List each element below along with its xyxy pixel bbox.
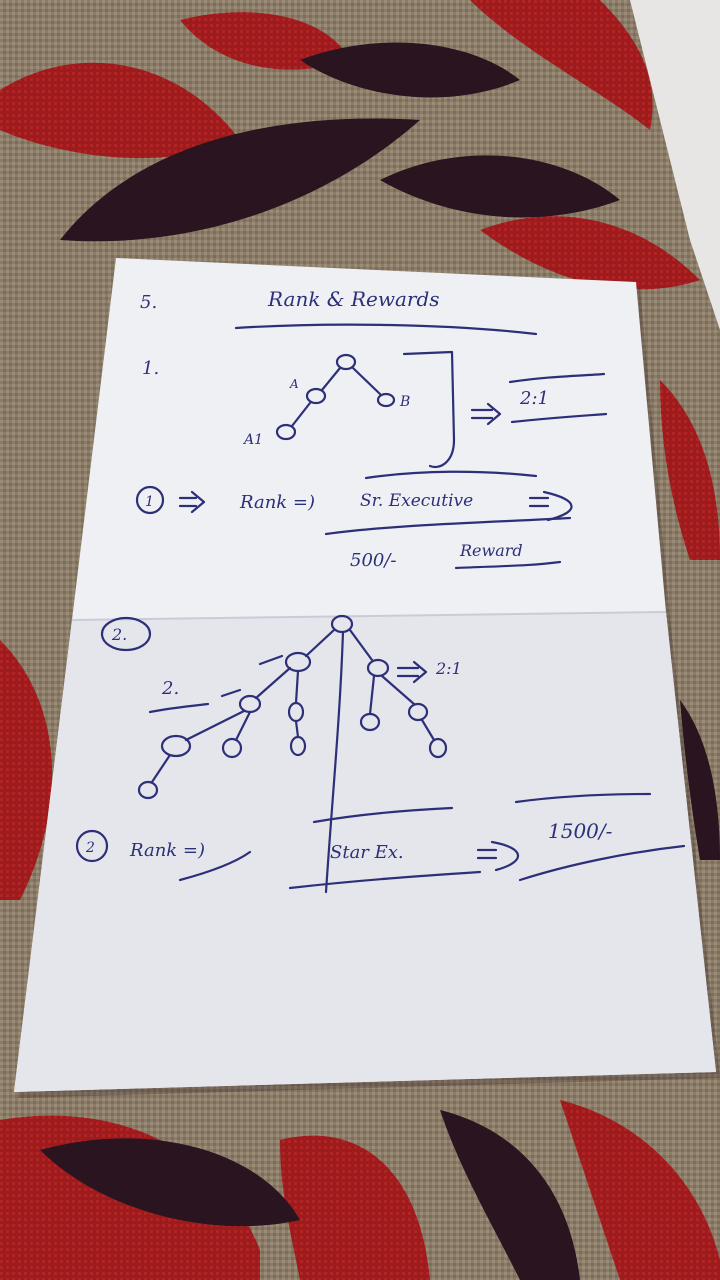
red-leaf xyxy=(560,1100,720,1280)
part2-tree-diagram xyxy=(137,614,448,894)
part2-rank-number: 2 xyxy=(85,840,95,856)
swoosh-line xyxy=(288,870,482,890)
red-leaf xyxy=(660,380,720,560)
dark-leaf xyxy=(380,155,620,218)
arrow xyxy=(470,402,502,426)
dark-leaf xyxy=(300,42,520,98)
part1-rank-value: Sr. Executive xyxy=(360,491,473,511)
red-leaf xyxy=(480,216,700,290)
part1-reward-label: Reward xyxy=(459,541,523,560)
dark-leaf xyxy=(680,700,720,860)
node-label-a: A xyxy=(289,377,299,391)
overline xyxy=(312,806,454,824)
part2-rank-value: Star Ex. xyxy=(330,842,404,863)
circled-one xyxy=(135,485,165,515)
wall-corner xyxy=(630,0,720,330)
bracket xyxy=(402,350,456,469)
red-leaf xyxy=(470,0,653,130)
part2-amount: 1500/- xyxy=(548,819,613,843)
note-title: Rank & Rewards xyxy=(267,287,440,311)
paper-fold xyxy=(71,611,667,621)
swoosh-line xyxy=(178,850,252,882)
dark-leaf xyxy=(440,1110,580,1280)
overline xyxy=(364,470,538,480)
tick-marks xyxy=(220,654,284,698)
part1-tree-diagram: A A1 B xyxy=(242,350,502,469)
dark-leaf xyxy=(40,1138,300,1227)
part1-circled-number: 1 xyxy=(145,494,154,510)
part2-ratio: 2:1 xyxy=(435,659,462,678)
handwritten-note: 5. Rank & Rewards 1. A A1 B 2:1 1 Rank =… xyxy=(75,287,686,894)
reward-underline xyxy=(454,560,562,570)
arrow xyxy=(396,660,428,684)
arrow xyxy=(528,490,573,522)
part2-rank-label: Rank =) xyxy=(129,840,205,861)
part1-amount: 500/- xyxy=(350,550,397,571)
arrow xyxy=(178,490,206,514)
ratio-lines xyxy=(508,372,608,424)
node-label-a1: A1 xyxy=(242,432,263,448)
overline xyxy=(514,792,652,804)
circled-two xyxy=(100,616,152,652)
title-underline xyxy=(234,323,538,336)
red-leaf xyxy=(0,62,240,159)
red-leaf xyxy=(280,1135,430,1280)
red-leaf xyxy=(180,12,350,70)
node-label-b: B xyxy=(399,394,410,410)
section-number: 5. xyxy=(140,292,157,313)
part1-ratio: 2:1 xyxy=(519,388,549,409)
part2-side-label: 2. xyxy=(161,678,179,699)
part1-number: 1. xyxy=(142,358,159,379)
dark-leaf xyxy=(60,118,420,242)
arrow xyxy=(476,840,519,872)
paper-sheet xyxy=(14,258,720,1098)
part1-rank-label: Rank =) xyxy=(239,492,315,513)
swoosh-line xyxy=(324,516,572,536)
amount-underline xyxy=(518,844,686,882)
vertical-line xyxy=(324,630,345,894)
red-leaf xyxy=(0,640,53,900)
part2-circled-number: 2. xyxy=(111,625,127,644)
circled-two-rank xyxy=(75,829,109,863)
side-label-underline xyxy=(148,702,210,714)
